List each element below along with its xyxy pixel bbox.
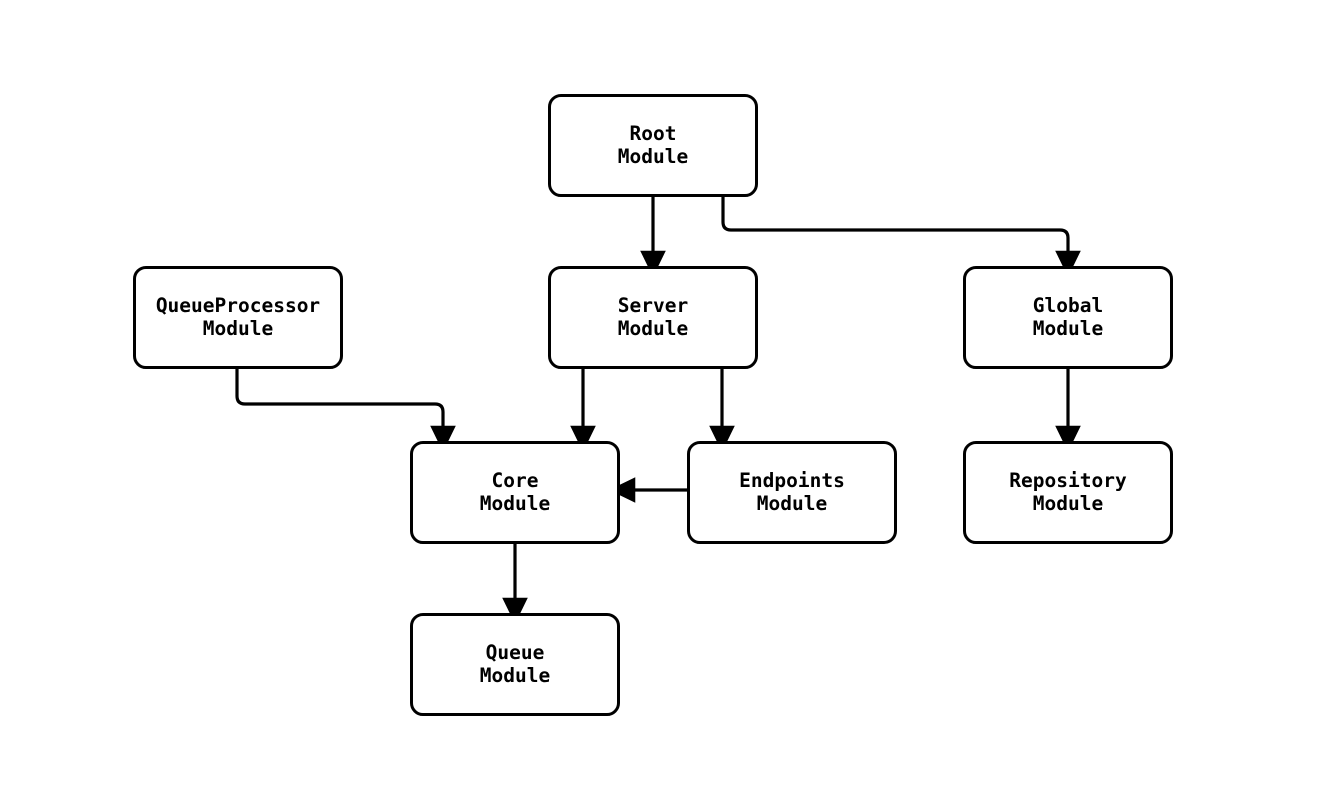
node-root-module[interactable]: Root Module <box>548 94 758 197</box>
edge-queueprocessor-to-core <box>235 369 456 452</box>
node-endpoints-module[interactable]: Endpoints Module <box>687 441 897 544</box>
edge-root-to-global <box>721 197 1081 277</box>
node-queueprocessor-module[interactable]: QueueProcessor Module <box>133 266 343 369</box>
node-label-repository-module: Repository Module <box>1009 469 1127 515</box>
node-label-global-module: Global Module <box>1032 294 1104 340</box>
node-repository-module[interactable]: Repository Module <box>963 441 1173 544</box>
node-label-server-module: Server Module <box>617 294 689 340</box>
node-label-root-module: Root Module <box>617 122 689 168</box>
node-label-core-module: Core Module <box>479 469 551 515</box>
node-label-queue-module: Queue Module <box>479 641 551 687</box>
node-queue-module[interactable]: Queue Module <box>410 613 620 716</box>
node-label-endpoints-module: Endpoints Module <box>739 469 845 515</box>
node-label-queueprocessor-module: QueueProcessor Module <box>155 294 321 340</box>
node-server-module[interactable]: Server Module <box>548 266 758 369</box>
node-global-module[interactable]: Global Module <box>963 266 1173 369</box>
node-core-module[interactable]: Core Module <box>410 441 620 544</box>
